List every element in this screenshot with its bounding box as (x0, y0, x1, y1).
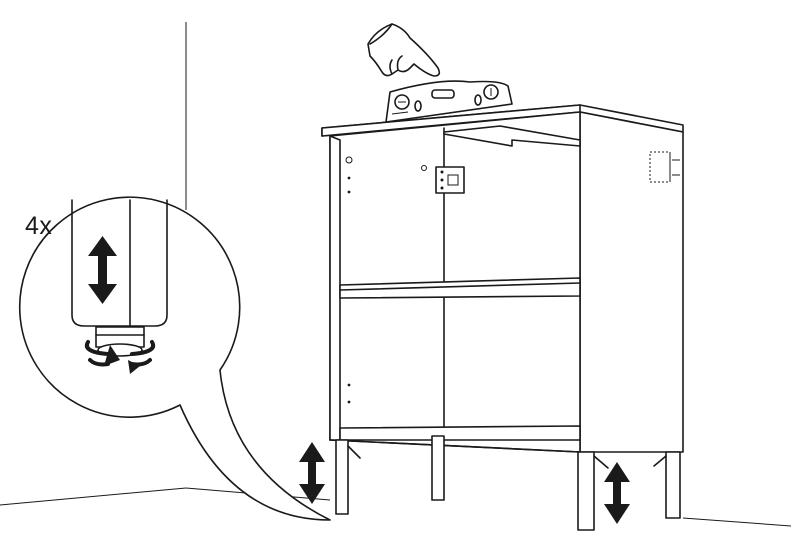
leg-adjust-arrow-right (604, 462, 630, 524)
wall-bracket (421, 165, 465, 194)
hidden-bracket (649, 151, 680, 183)
spirit-level-icon (385, 80, 513, 123)
detail-magnifier (18, 196, 331, 521)
quantity-label: 4x (25, 212, 53, 240)
shelf-board (443, 125, 581, 147)
leg-adjust-arrow-left (299, 442, 325, 504)
shelf-pin-holes (345, 156, 353, 404)
rotate-arrows-icon (85, 340, 155, 374)
cabinet-legs (335, 435, 681, 531)
pointing-hand-icon (367, 23, 441, 77)
vertical-adjust-arrow-icon (88, 236, 117, 304)
cabinet (321, 104, 684, 531)
